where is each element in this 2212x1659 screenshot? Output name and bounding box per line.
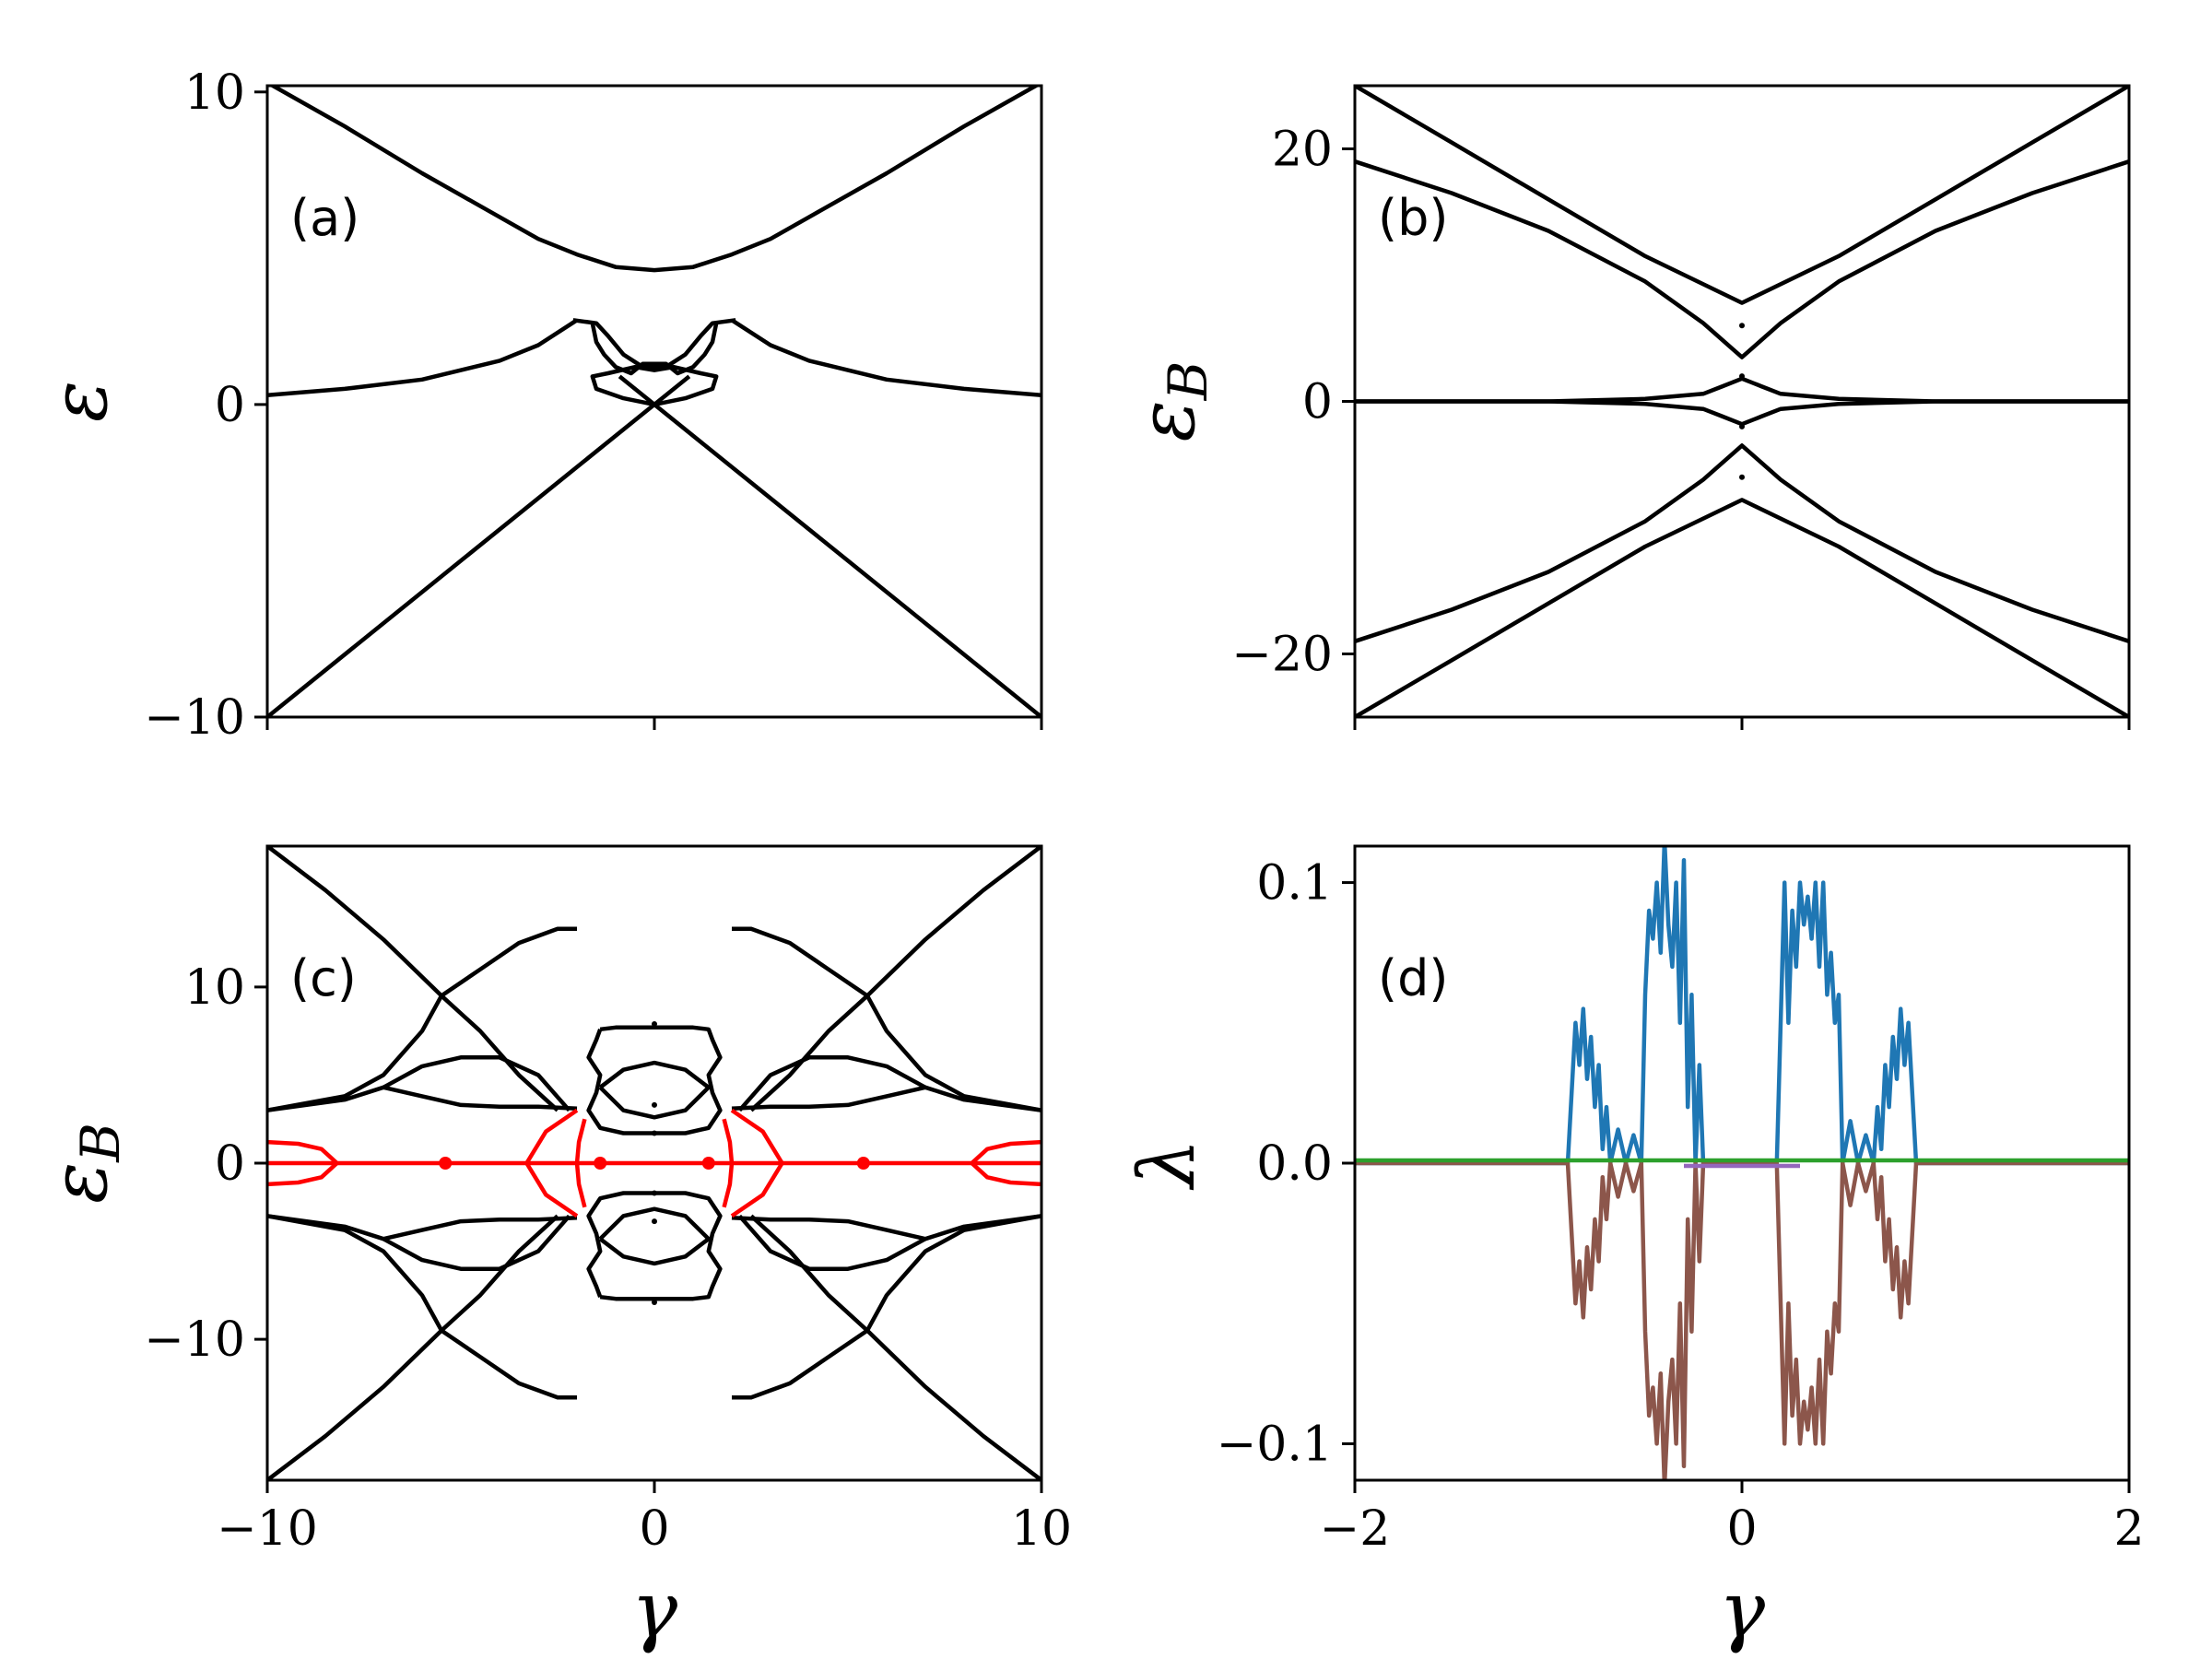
y-tick-label: 0: [215, 1136, 245, 1192]
y-axis-label: εB: [34, 1123, 132, 1204]
series-line-3: [267, 1085, 578, 1112]
series-line-6: [732, 926, 1041, 1112]
data-point-3: [652, 1101, 657, 1108]
data-point-6: [652, 1190, 657, 1196]
panel-4: −2 0 2 −0.1 0.0 0.1 (d) λ γ: [1122, 844, 2145, 1655]
series-line-19: [586, 1191, 723, 1301]
data-point-3: [1739, 373, 1745, 380]
red-marker-2: [856, 1157, 870, 1170]
x-tick-label: 2: [2113, 1501, 2144, 1557]
x-tick-label: 0: [1726, 1501, 1757, 1557]
series-line-6: [1355, 498, 2129, 717]
series-line-10: [267, 1214, 577, 1400]
y-tick-label: 0: [215, 378, 245, 433]
y-axis-label: ε: [34, 381, 124, 422]
panel-label: (c): [290, 949, 357, 1007]
series-line-25: [730, 1108, 784, 1218]
series-line-5: [1355, 443, 2129, 643]
series-line-23: [970, 1139, 1041, 1187]
plot-area: [267, 846, 1041, 1480]
data-point-5: [652, 1130, 657, 1136]
data-point-4: [652, 1218, 657, 1225]
y-tick-label: −0.1: [1217, 1417, 1333, 1472]
series-line-3: [1355, 376, 2129, 404]
series-line-1: [1355, 846, 2129, 1166]
panel-2: −20 0 20 (b) εB: [1122, 84, 2131, 730]
series-line-26: [574, 1118, 587, 1208]
series-line-7: [267, 402, 1041, 717]
y-tick-label: 0.0: [1256, 1136, 1333, 1192]
y-tick-label: −10: [144, 1312, 245, 1368]
x-tick-label: −2: [1320, 1501, 1391, 1557]
series-line-6: [590, 364, 719, 407]
y-tick-label: −20: [1231, 628, 1333, 683]
data-point-1: [1739, 323, 1745, 329]
x-tick-label: 0: [639, 1501, 669, 1557]
series-line-16: [737, 1214, 927, 1271]
y-axis-label: λ: [1122, 1138, 1212, 1190]
x-tick-label: 10: [1011, 1501, 1072, 1557]
plot-area: [267, 86, 1041, 717]
red-marker-4: [701, 1157, 715, 1170]
series-line-1: [268, 86, 1041, 273]
x-tick-label: −10: [217, 1501, 318, 1557]
series-line-3: [730, 318, 1041, 397]
series-line-2: [267, 318, 579, 397]
series-line-4: [382, 1055, 571, 1112]
series-line-2: [267, 926, 577, 1112]
y-axis-label: εB: [1122, 361, 1219, 442]
series-line-12: [382, 1214, 571, 1271]
plot-area: [1355, 846, 2129, 1480]
panel-label: (a): [290, 189, 359, 247]
series-line-14: [732, 1214, 1041, 1400]
series-line-15: [731, 1214, 1041, 1241]
data-point-2: [652, 1299, 657, 1305]
series-line-4: [572, 318, 736, 370]
x-axis-label: γ: [631, 1565, 678, 1655]
panel-label: (b): [1378, 189, 1448, 247]
y-tick-label: 10: [184, 960, 245, 1016]
series-line-24: [524, 1108, 579, 1218]
series-line-22: [267, 1139, 339, 1187]
series-line-4: [1355, 399, 2129, 427]
red-marker-1: [439, 1157, 453, 1170]
series-line-11: [267, 1214, 578, 1241]
plot-area: [1355, 86, 2129, 717]
series-line-5: [590, 323, 719, 376]
series-line-8: [737, 1055, 927, 1112]
panel-1: −10 0 10 (a) ε: [34, 65, 1043, 746]
series-line-17: [586, 1025, 723, 1135]
series-line-2: [1355, 159, 2129, 359]
series-line-8: [618, 374, 691, 407]
series-line-2: [1355, 1160, 2129, 1480]
panel-3: −10 0 10 −10 0 10 (c) εB γ: [34, 844, 1072, 1655]
panel-label: (d): [1378, 949, 1448, 1007]
y-tick-label: −10: [144, 690, 245, 746]
x-axis-label: γ: [1719, 1565, 1766, 1655]
data-point-4: [1739, 423, 1745, 429]
series-line-18: [598, 1060, 712, 1120]
series-line-7: [731, 1085, 1041, 1112]
y-tick-label: 20: [1272, 123, 1333, 178]
red-marker-3: [594, 1157, 607, 1170]
series-line-1: [1355, 86, 2129, 305]
data-point-1: [652, 1021, 657, 1028]
series-line-20: [598, 1206, 712, 1266]
y-tick-label: 0: [1302, 375, 1333, 430]
data-point-2: [1739, 474, 1745, 480]
y-tick-label: 10: [184, 65, 245, 121]
y-tick-label: 0.1: [1256, 856, 1333, 912]
series-line-27: [722, 1118, 735, 1208]
